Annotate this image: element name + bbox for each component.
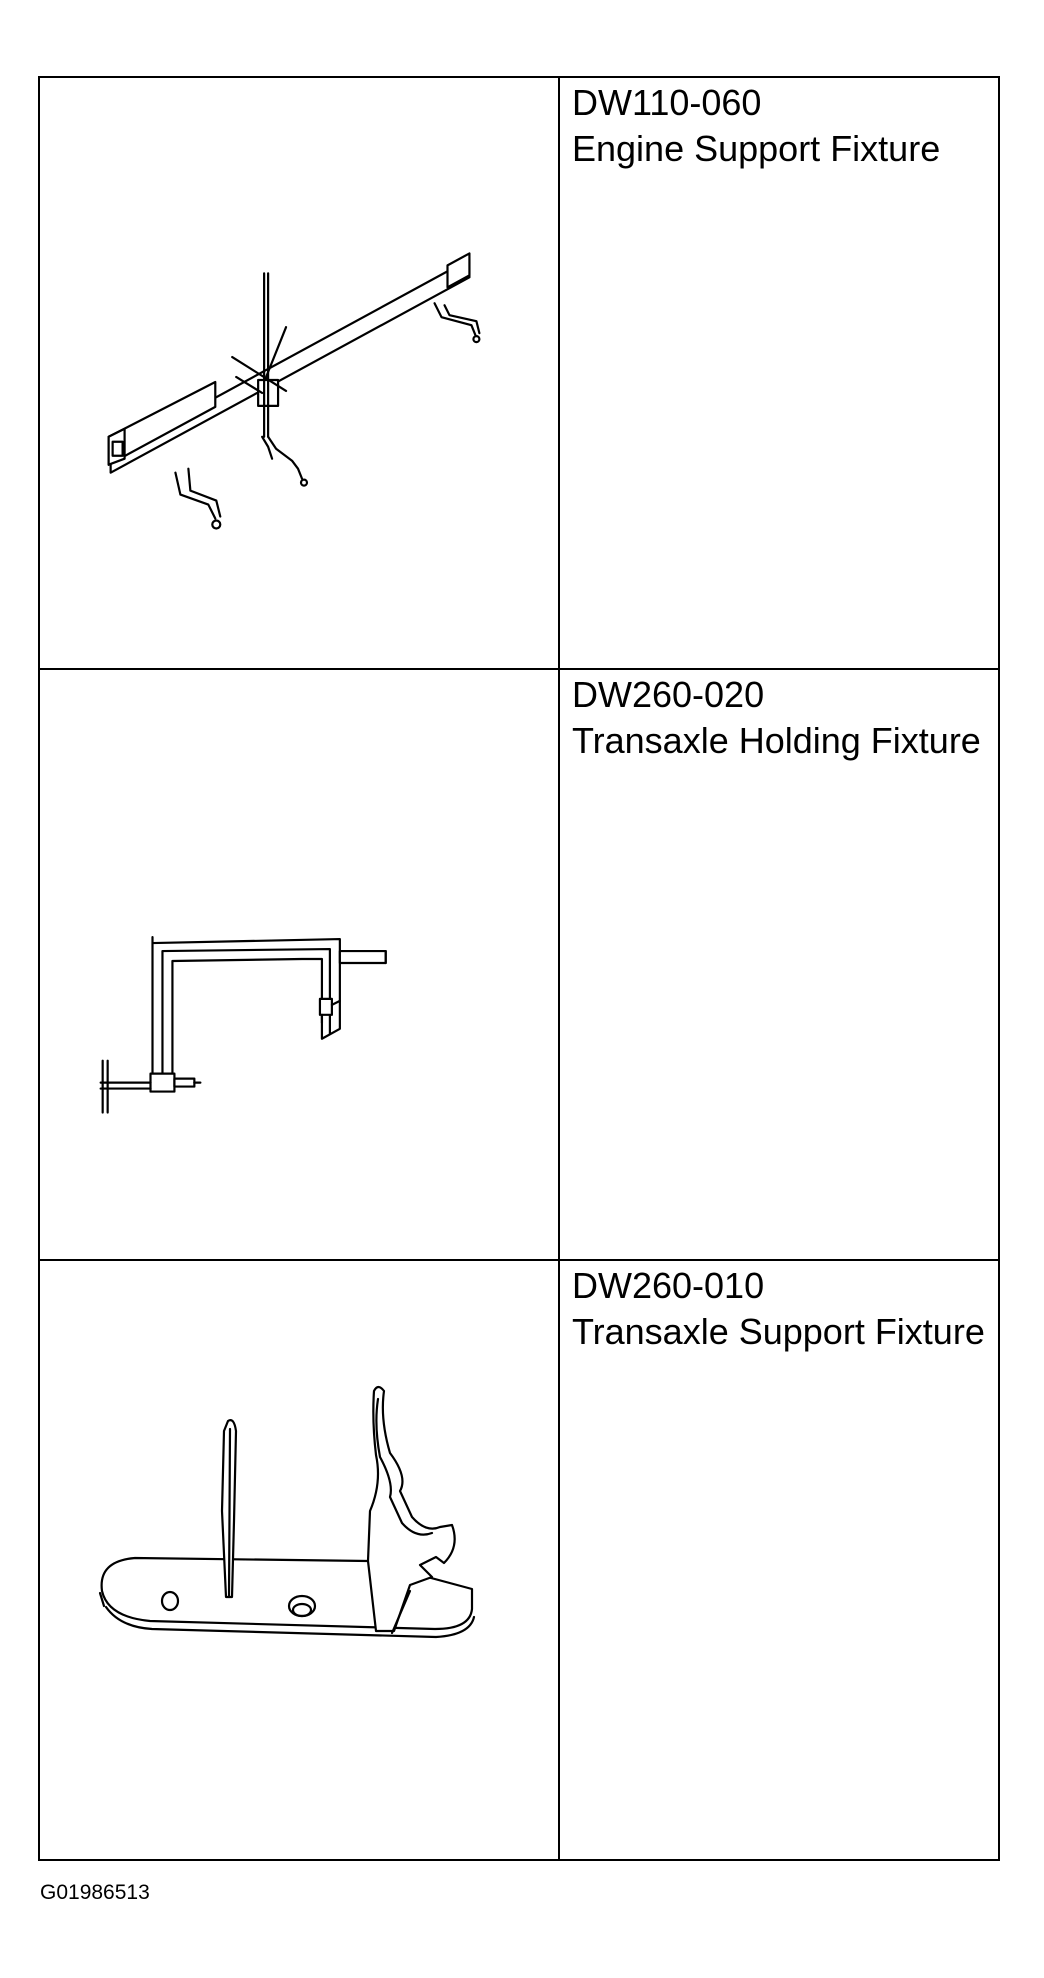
transaxle-support-fixture-drawing [98, 1385, 476, 1639]
tool-row-engine-support-fixture: DW110-060 Engine Support Fixture [40, 78, 998, 670]
tool-name: Transaxle Support Fixture [572, 1311, 985, 1352]
tool-image-cell [40, 1261, 560, 1859]
engine-support-fixture-drawing [107, 252, 481, 530]
tool-description-cell: DW260-020 Transaxle Holding Fixture [560, 670, 998, 1259]
tool-name: Engine Support Fixture [572, 128, 941, 169]
tool-part-number: DW260-010 [572, 1265, 765, 1306]
tool-description-cell: DW110-060 Engine Support Fixture [560, 78, 998, 668]
tool-description-cell: DW260-010 Transaxle Support Fixture [560, 1261, 998, 1859]
figure-id: G01986513 [40, 1881, 150, 1904]
tool-part-number: DW260-020 [572, 674, 765, 715]
tool-row-transaxle-holding-fixture: DW260-020 Transaxle Holding Fixture [40, 670, 998, 1261]
tool-image-cell [40, 78, 560, 668]
tool-part-number: DW110-060 [572, 82, 762, 123]
tool-row-transaxle-support-fixture: DW260-010 Transaxle Support Fixture [40, 1261, 998, 1859]
special-tools-table: DW110-060 Engine Support Fixture [38, 76, 1000, 1861]
tool-name: Transaxle Holding Fixture [572, 720, 981, 761]
tool-image-cell [40, 670, 560, 1259]
transaxle-holding-fixture-drawing [99, 935, 387, 1114]
